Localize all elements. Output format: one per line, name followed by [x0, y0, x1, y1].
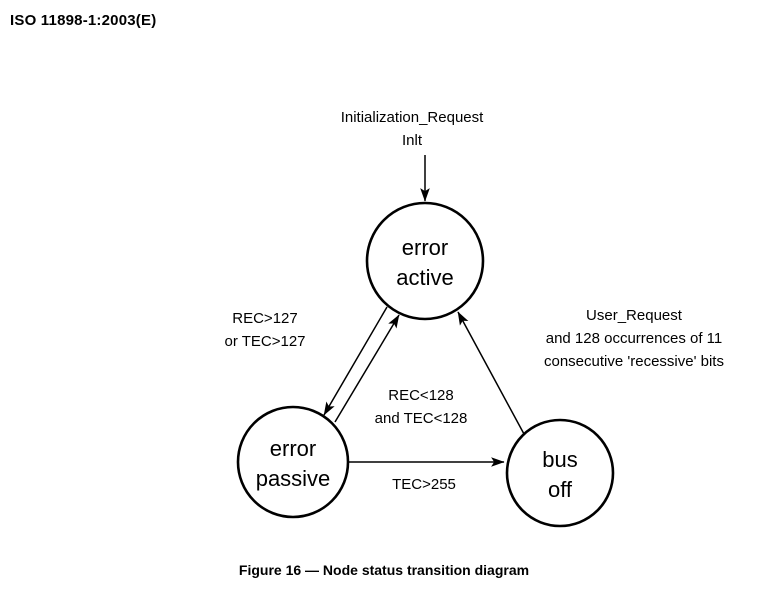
label-passive-to-active-line1: REC<128 — [388, 387, 453, 404]
node-bus-off-circle[interactable] — [505, 418, 615, 528]
label-active-to-passive: REC>127 or TEC>127 — [224, 310, 305, 350]
label-active-to-passive-line1: REC>127 — [232, 310, 297, 327]
document-header: ISO 11898-1:2003(E) — [10, 12, 157, 29]
label-passive-to-active: REC<128 and TEC<128 — [375, 387, 468, 427]
edge-error-passive-to-error-active — [334, 314, 400, 423]
node-error-active-circle[interactable] — [365, 201, 485, 321]
node-bus-off-label-line2: off — [548, 477, 573, 502]
label-busoff-to-active-line1: User_Request — [586, 307, 683, 324]
node-bus-off[interactable]: bus off — [505, 418, 615, 528]
node-error-passive-circle[interactable] — [236, 405, 350, 519]
edge-bus-off-to-error-active — [457, 311, 525, 435]
label-passive-to-active-line2: and TEC<128 — [375, 410, 468, 427]
label-initialization-line1: Initialization_Request — [341, 109, 484, 126]
label-passive-to-busoff: TEC>255 — [392, 476, 456, 493]
figure-caption: Figure 16 — Node status transition diagr… — [238, 562, 530, 578]
label-busoff-to-active-line2: and 128 occurrences of 11 — [546, 330, 723, 347]
node-error-active-label-line1: error — [402, 235, 448, 260]
node-error-passive[interactable]: error passive — [236, 405, 350, 519]
label-busoff-to-active: User_Request and 128 occurrences of 11 c… — [544, 307, 724, 370]
node-bus-off-label-line1: bus — [542, 447, 577, 472]
label-initialization-line2: Inlt — [402, 132, 423, 149]
node-error-passive-label-line2: passive — [256, 466, 331, 491]
node-error-active-label-line2: active — [396, 265, 453, 290]
node-error-passive-label-line1: error — [270, 436, 316, 461]
edge-error-active-to-error-passive — [323, 306, 388, 416]
label-initialization: Initialization_Request Inlt — [341, 109, 484, 149]
label-busoff-to-active-line3: consecutive 'recessive' bits — [544, 353, 724, 370]
label-passive-to-busoff-line1: TEC>255 — [392, 476, 456, 493]
node-error-active[interactable]: error active — [365, 201, 485, 321]
label-active-to-passive-line2: or TEC>127 — [224, 333, 305, 350]
